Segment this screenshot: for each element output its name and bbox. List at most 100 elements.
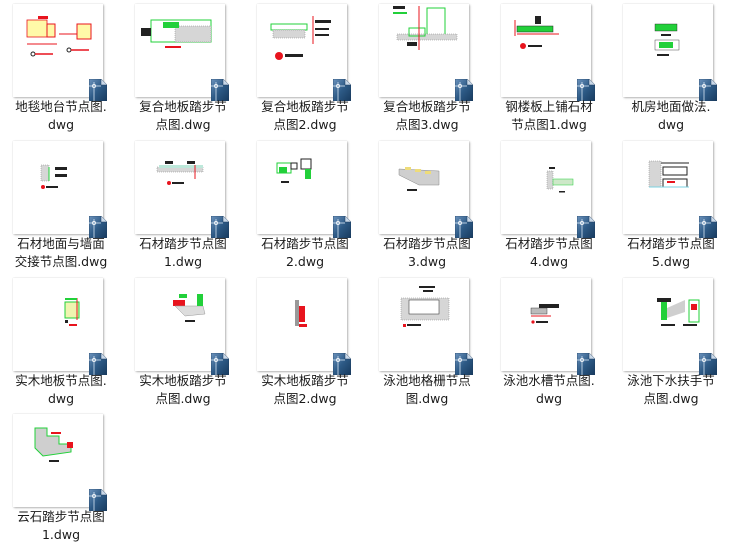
file-item[interactable]: 泳池水槽节点图. dwg <box>488 274 610 410</box>
file-item[interactable]: 复合地板踏步节 点图3.dwg <box>366 0 488 136</box>
file-name-line-1: 复合地板踏步节 <box>261 99 349 114</box>
file-name-label[interactable]: 石材踏步节点图 3.dwg <box>368 235 486 271</box>
file-item[interactable]: 泳池下水扶手节 点图.dwg <box>610 274 732 410</box>
file-name-label[interactable]: 泳池下水扶手节 点图.dwg <box>612 372 730 408</box>
file-thumbnail[interactable] <box>13 414 107 511</box>
file-item[interactable]: 实木地板节点图. dwg <box>0 274 122 410</box>
file-thumbnail[interactable] <box>501 278 595 375</box>
file-thumbnail[interactable] <box>623 278 717 375</box>
dwg-file-type-icon <box>699 216 717 238</box>
file-name-line-1: 钢楼板上铺石材 <box>505 99 593 114</box>
file-name-line-1: 实木地板节点图. <box>15 373 107 388</box>
file-name-label[interactable]: 石材踏步节点图 2.dwg <box>246 235 364 271</box>
file-name-line-2: 点图.dwg <box>155 391 211 406</box>
cad-drawing-preview <box>40 164 67 189</box>
file-item[interactable]: 复合地板踏步节 点图.dwg <box>122 0 244 136</box>
file-item[interactable]: 石材踏步节点图 1.dwg <box>122 137 244 273</box>
file-name-label[interactable]: 复合地板踏步节 点图.dwg <box>124 98 242 134</box>
file-item[interactable]: 石材踏步节点图 3.dwg <box>366 137 488 273</box>
file-thumbnail[interactable] <box>257 278 351 375</box>
file-name-line-2: dwg <box>535 391 563 406</box>
file-name-line-2: dwg <box>657 117 685 132</box>
file-thumbnail[interactable] <box>379 141 473 238</box>
file-name-label[interactable]: 实木地板踏步节 点图2.dwg <box>246 372 364 408</box>
file-name-label[interactable]: 钢楼板上铺石材 节点图1.dwg <box>490 98 608 134</box>
file-thumbnail[interactable] <box>623 141 717 238</box>
file-name-label[interactable]: 石材踏步节点图 5.dwg <box>612 235 730 271</box>
file-name-label[interactable]: 泳池地格栅节点 图.dwg <box>368 372 486 408</box>
file-item[interactable]: 石材踏步节点图 4.dwg <box>488 137 610 273</box>
file-name-label[interactable]: 泳池水槽节点图. dwg <box>490 372 608 408</box>
dwg-file-type-icon <box>89 353 107 375</box>
file-name-line-2: 图.dwg <box>405 391 449 406</box>
file-name-label[interactable]: 石材地面与墙面 交接节点图.dwg <box>2 235 120 271</box>
file-name-label[interactable]: 地毯地台节点图. dwg <box>2 98 120 134</box>
file-name-line-1: 石材地面与墙面 <box>17 236 105 251</box>
file-name-line-2: 3.dwg <box>407 254 447 269</box>
file-name-line-1: 实木地板踏步节 <box>139 373 227 388</box>
file-item[interactable]: 地毯地台节点图. dwg <box>0 0 122 136</box>
file-item[interactable]: 云石踏步节点图 1.dwg <box>0 410 122 546</box>
file-name-label[interactable]: 石材踏步节点图 1.dwg <box>124 235 242 271</box>
file-name-line-2: 点图.dwg <box>155 117 211 132</box>
cad-drawing-preview <box>393 6 458 50</box>
file-name-line-1: 泳池下水扶手节 <box>627 373 715 388</box>
file-item[interactable]: 复合地板踏步节 点图2.dwg <box>244 0 366 136</box>
file-item[interactable]: 泳池地格栅节点 图.dwg <box>366 274 488 410</box>
file-thumbnail[interactable] <box>135 278 229 375</box>
file-name-label[interactable]: 石材踏步节点图 4.dwg <box>490 235 608 271</box>
file-name-line-2: 点图2.dwg <box>273 117 337 132</box>
file-item[interactable]: 机房地面做法. dwg <box>610 0 732 136</box>
file-name-line-1: 机房地面做法. <box>631 99 711 114</box>
file-thumbnail[interactable] <box>623 4 717 101</box>
file-thumbnail[interactable] <box>379 4 473 101</box>
dwg-file-type-icon <box>577 353 595 375</box>
file-name-line-2: 点图2.dwg <box>273 391 337 406</box>
file-name-line-1: 石材踏步节点图 <box>261 236 349 251</box>
file-thumbnail[interactable] <box>135 141 229 238</box>
dwg-file-type-icon <box>577 79 595 101</box>
file-name-label[interactable]: 机房地面做法. dwg <box>612 98 730 134</box>
dwg-file-type-icon <box>455 79 473 101</box>
file-name-line-2: 点图3.dwg <box>395 117 459 132</box>
cad-drawing-preview <box>141 19 212 48</box>
cad-drawing-preview <box>530 304 559 324</box>
file-name-label[interactable]: 复合地板踏步节 点图2.dwg <box>246 98 364 134</box>
dwg-file-type-icon <box>577 216 595 238</box>
file-name-line-2: 1.dwg <box>163 254 203 269</box>
file-name-line-1: 石材踏步节点图 <box>383 236 471 251</box>
file-thumbnail[interactable] <box>501 141 595 238</box>
file-name-label[interactable]: 云石踏步节点图 1.dwg <box>2 508 120 544</box>
file-item[interactable]: 石材踏步节点图 5.dwg <box>610 137 732 273</box>
file-thumbnail[interactable] <box>13 4 107 101</box>
file-thumbnail[interactable] <box>379 278 473 375</box>
cad-drawing-preview <box>546 167 574 193</box>
file-name-label[interactable]: 实木地板节点图. dwg <box>2 372 120 408</box>
dwg-file-type-icon <box>211 353 229 375</box>
file-name-line-2: 5.dwg <box>651 254 691 269</box>
file-name-line-1: 复合地板踏步节 <box>139 99 227 114</box>
file-name-line-1: 石材踏步节点图 <box>139 236 227 251</box>
file-item[interactable]: 钢楼板上铺石材 节点图1.dwg <box>488 0 610 136</box>
cad-drawing-preview <box>156 161 204 185</box>
cad-drawing-preview <box>648 160 689 188</box>
file-thumbnail[interactable] <box>257 141 351 238</box>
cad-drawing-preview <box>657 298 700 326</box>
file-thumbnail[interactable] <box>501 4 595 101</box>
file-item[interactable]: 石材地面与墙面 交接节点图.dwg <box>0 137 122 273</box>
file-name-label[interactable]: 复合地板踏步节 点图3.dwg <box>368 98 486 134</box>
file-item[interactable]: 实木地板踏步节 点图.dwg <box>122 274 244 410</box>
dwg-file-type-icon <box>89 489 107 511</box>
file-item[interactable]: 石材踏步节点图 2.dwg <box>244 137 366 273</box>
file-thumbnail[interactable] <box>135 4 229 101</box>
file-item[interactable]: 实木地板踏步节 点图2.dwg <box>244 274 366 410</box>
file-name-label[interactable]: 实木地板踏步节 点图.dwg <box>124 372 242 408</box>
cad-drawing-preview <box>514 16 559 49</box>
cad-drawing-preview <box>400 286 450 327</box>
cad-drawing-preview <box>276 158 312 183</box>
file-name-line-1: 云石踏步节点图 <box>17 509 105 524</box>
file-thumbnail[interactable] <box>257 4 351 101</box>
file-thumbnail[interactable] <box>13 141 107 238</box>
file-thumbnail[interactable] <box>13 278 107 375</box>
dwg-file-type-icon <box>333 79 351 101</box>
